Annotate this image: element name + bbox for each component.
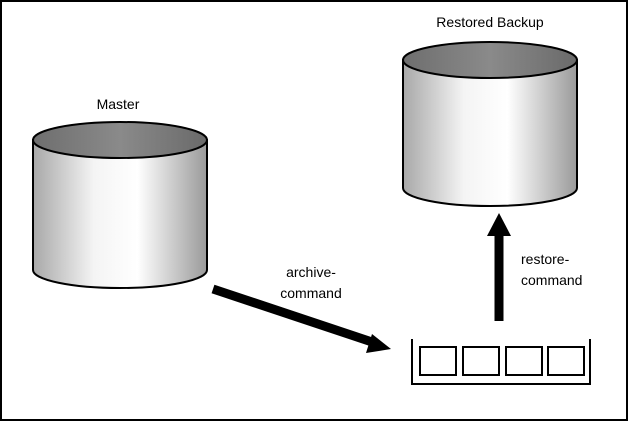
archive-command-label-line1: archive- (286, 264, 336, 280)
archive-queue-container (411, 339, 591, 385)
restored-backup-label: Restored Backup (436, 14, 544, 30)
restore-command-label-line1: restore- (521, 251, 570, 267)
archive-command-arrow (211, 284, 391, 353)
archive-queue-slot (462, 346, 500, 376)
restore-command-label-line2: command (521, 272, 582, 288)
restore-command-arrow (487, 213, 511, 321)
archive-command-label-line2: command (280, 285, 341, 301)
restored-backup-database-icon (402, 41, 578, 207)
archive-queue-slot (419, 346, 457, 376)
archive-queue-slot (547, 346, 585, 376)
master-label: Master (97, 96, 140, 112)
archive-queue-slot (505, 346, 543, 376)
master-database-icon (32, 121, 208, 289)
